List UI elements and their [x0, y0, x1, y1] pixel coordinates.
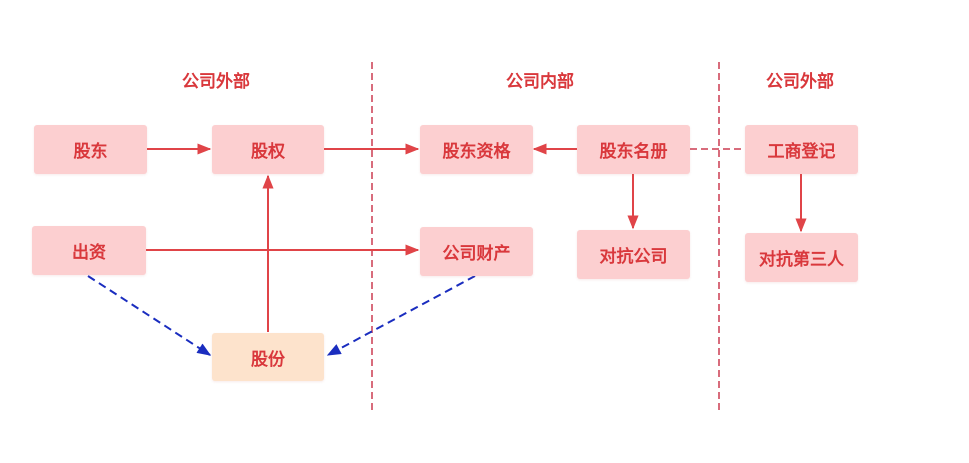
node-company-property[interactable]: 公司财产 [420, 227, 533, 276]
node-shareholder-register[interactable]: 股东名册 [577, 125, 690, 174]
section-title-right: 公司外部 [766, 72, 834, 92]
section-title-left: 公司外部 [182, 72, 250, 92]
section-title-middle: 公司内部 [506, 72, 574, 92]
node-business-registration[interactable]: 工商登记 [745, 125, 858, 174]
node-capital-contribution[interactable]: 出资 [32, 226, 146, 275]
node-equity[interactable]: 股权 [212, 125, 324, 174]
node-shareholder[interactable]: 股东 [34, 125, 147, 174]
node-against-company[interactable]: 对抗公司 [577, 230, 690, 279]
node-shareholder-qualification[interactable]: 股东资格 [420, 125, 533, 174]
node-against-third-party[interactable]: 对抗第三人 [745, 233, 858, 282]
node-shares[interactable]: 股份 [212, 333, 324, 381]
